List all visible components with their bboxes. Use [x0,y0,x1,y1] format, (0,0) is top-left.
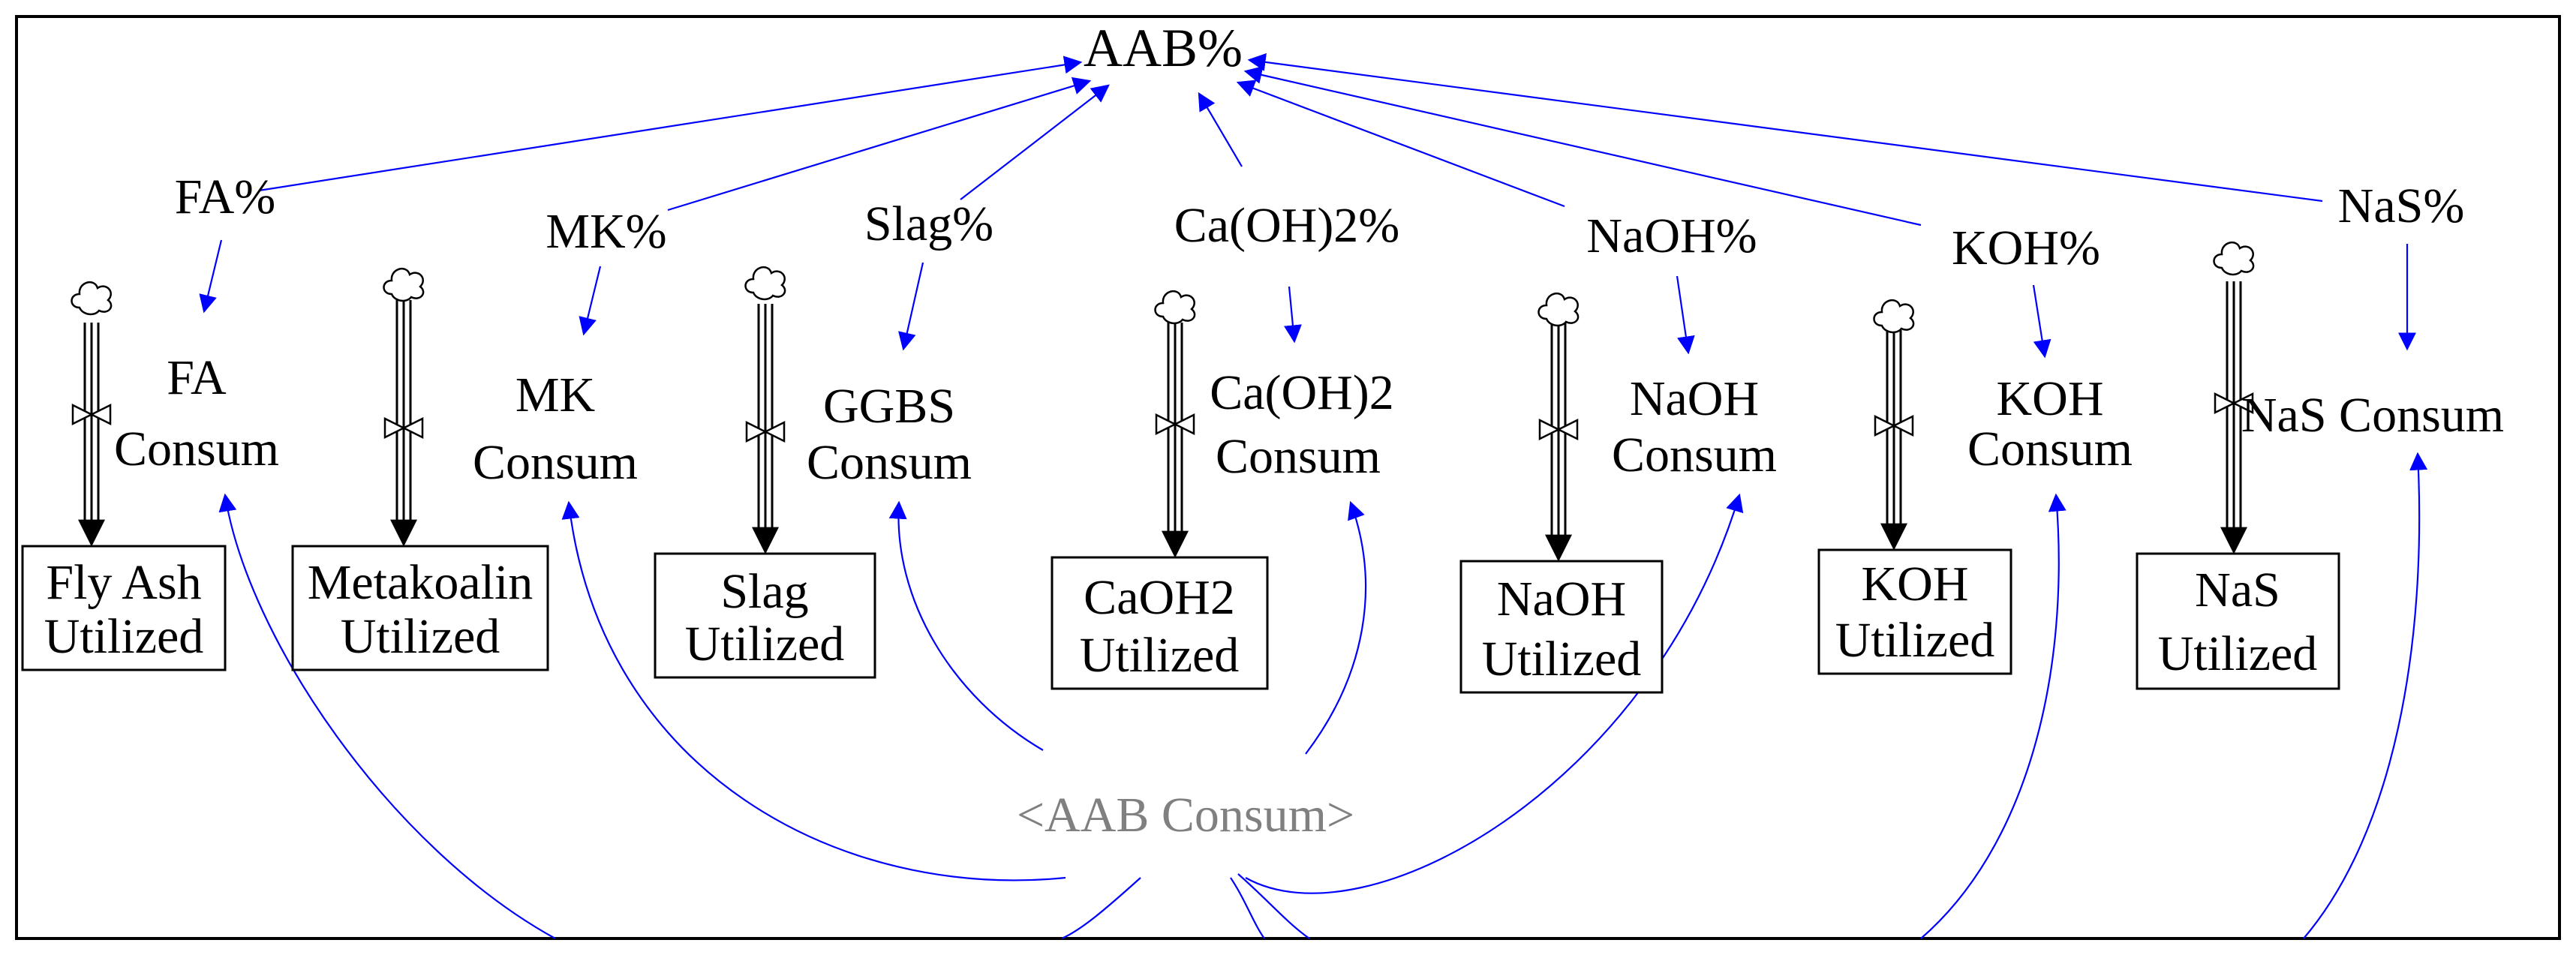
flow-rate-label: KOH [1997,371,2104,426]
stock-box-naoh [1459,560,1664,694]
stocks [21,545,2340,694]
percent-variable: NaS% [2338,179,2465,233]
pipe-naoh [1538,323,1579,562]
percent-variable: Slag% [864,197,993,251]
source-clouds [71,241,2255,334]
stock-box-caoh2 [1051,556,1269,690]
stock-label: Utilized [685,617,845,671]
link-naoh-pct-to-naoh-consum [1676,275,1695,355]
link-koh-pct-to-aab [1243,66,1922,227]
link-shadow-to-koh-consum [1920,493,2067,939]
stock-box-nas [2136,552,2340,690]
flow-rate-label: Consum [1612,428,1777,482]
cloud-icon [71,281,113,316]
valve-icon [745,420,786,443]
flow-rate-label: Consum [807,435,972,490]
percent-variable: MK% [546,204,666,259]
percent-variable: Ca(OH)2% [1174,198,1400,253]
stock-box-slag [654,552,876,679]
stock-label: Fly Ash [46,555,201,610]
link-shadow-to-nas-consum [2303,452,2428,939]
stock-box-koh [1817,548,2012,675]
link-shadow-to-caoh-consum [1305,500,1367,755]
cloud-icon [744,266,786,301]
stock-box-metakoalin [291,545,549,671]
stock-label: CaOH2 [1084,570,1235,625]
stock-label: Utilized [1080,628,1240,683]
cloud-icon [1537,292,1580,327]
link-shadow-down-b [1230,877,1265,939]
cloud-icon [2213,241,2255,276]
shadow-variable: <AAB Consum> [1017,788,1354,842]
link-koh-pct-to-koh-consum [2032,284,2051,359]
percent-variable: KOH% [1952,221,2100,275]
root-variable: AAB% [1084,18,1243,78]
link-fa-pct-to-aab [258,56,1083,192]
link-shadow-down-c [1237,873,1310,939]
pipe-koh [1874,330,1914,551]
link-slag-pct-to-aab [960,84,1110,200]
link-caoh-pct-to-caoh-consum [1283,286,1302,344]
pipe-fa [71,323,112,547]
labels: AAB% <AAB Consum> FA% MK% Slag% Ca(OH)2%… [44,18,2504,842]
stock-label: KOH [1862,557,1969,611]
cloud-icon [1873,299,1915,334]
flow-rate-label: NaS Consum [2241,388,2504,443]
pipe-caoh [1155,323,1195,558]
link-slag-pct-to-ggbs [898,262,924,351]
valve-icon [1155,413,1195,436]
valve-icon [71,403,112,426]
stock-label: NaOH [1497,572,1626,626]
pipe-nas [2214,281,2254,554]
link-caoh-pct-to-aab [1198,92,1243,167]
valve-icon [1538,418,1579,441]
pipe-mk [383,300,424,547]
flow-rate-label: Consum [473,435,638,490]
stock-label: Slag [720,564,808,619]
stock-box-fly-ash [21,545,227,671]
stock-label: Utilized [1482,632,1642,686]
flow-rate-label: FA [167,350,227,405]
stock-label: Metakoalin [308,555,534,610]
link-naoh-pct-to-aab [1236,80,1565,208]
valve-icon [2214,392,2254,415]
link-shadow-down-a [1061,877,1141,940]
link-shadow-to-fa-consum [218,493,556,939]
stock-label: Utilized [44,609,204,664]
flow-rate-label: NaOH [1630,371,1759,426]
cloud-icon [383,267,425,302]
flow-rate-label: GGBS [823,379,955,434]
stock-label: Utilized [341,609,500,664]
stock-label: NaS [2195,563,2280,617]
links-to-root [258,53,2323,227]
stock-label: Utilized [2158,626,2318,681]
cloud-icon [1154,290,1196,325]
link-mk-pct-to-aab [667,77,1092,212]
flow-rate-label: Consum [1967,422,2133,476]
links-from-shadow [218,452,2428,940]
link-shadow-to-naoh-consum [1245,493,1744,894]
flow-rate-label: Consum [1216,429,1381,484]
valve-icon [383,416,424,440]
flow-rate-label: Consum [114,422,279,476]
valve-icon [1874,414,1914,437]
flow-rate-label: MK [516,368,595,422]
link-mk-pct-to-mk-consum [579,266,602,336]
diagram-frame [15,15,2561,940]
stock-label: Utilized [1835,613,1995,668]
link-shadow-to-ggbs [888,500,1044,751]
links-to-flows [199,239,2416,359]
percent-variable: NaOH% [1586,209,1757,263]
flow-pipes [71,281,2254,562]
link-shadow-to-mk-consum [561,500,1066,881]
percent-variable: FA% [175,170,275,224]
link-nas-pct-to-aab [1247,53,2323,203]
link-fa-pct-to-fa-consum [199,239,223,314]
pipe-slag [745,304,786,554]
flow-rate-label: Ca(OH)2 [1210,365,1394,420]
